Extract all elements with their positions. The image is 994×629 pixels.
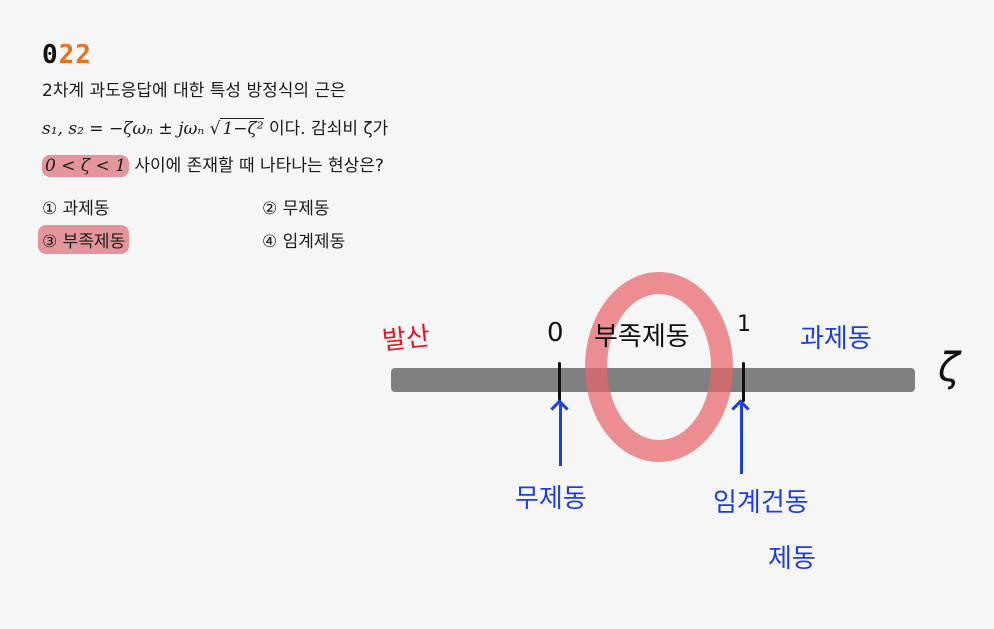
sqrt-argument: 1−ζ² [220,118,264,139]
one-tick [742,362,745,402]
one-label: 1 [737,312,751,337]
zeta-symbol: ζ [938,345,960,391]
option-3-selected[interactable]: ③ 부족제동 [38,225,130,254]
question-line-1: 2차계 과도응답에 대한 특성 방정식의 근은 [42,81,346,101]
critical-label-1: 임계건동 [713,488,809,518]
option-4[interactable]: ④ 임계제동 [262,232,346,252]
divergence-label: 발산 [380,321,432,357]
sqrt-sign: √ [209,119,221,139]
underdamped-label: 부족제동 [594,322,690,352]
question-line-2: s₁, s₂ = −ζωₙ ± jωₙ √1−ζ² 이다. 감쇠비 ζ가 [42,118,389,139]
damping-range-highlight: 0 < ζ < 1 [42,155,129,177]
option-1[interactable]: ① 과제동 [42,199,110,219]
zero-label: 0 [547,318,564,348]
zero-tick [558,362,561,402]
option-2[interactable]: ② 무제동 [262,199,330,219]
overdamped-label: 과제동 [800,324,872,354]
root-formula: s₁, s₂ = −ζωₙ ± jωₙ [42,119,205,139]
critical-label-2: 제동 [768,544,816,574]
arrow-up-icon [559,404,562,466]
highlight-circle [585,272,733,462]
arrow-up-icon [740,404,743,474]
question-number: 022 [42,40,92,70]
undamped-label: 무제동 [515,484,587,514]
question-line-3: 0 < ζ < 1 사이에 존재할 때 나타나는 현상은? [42,151,384,177]
